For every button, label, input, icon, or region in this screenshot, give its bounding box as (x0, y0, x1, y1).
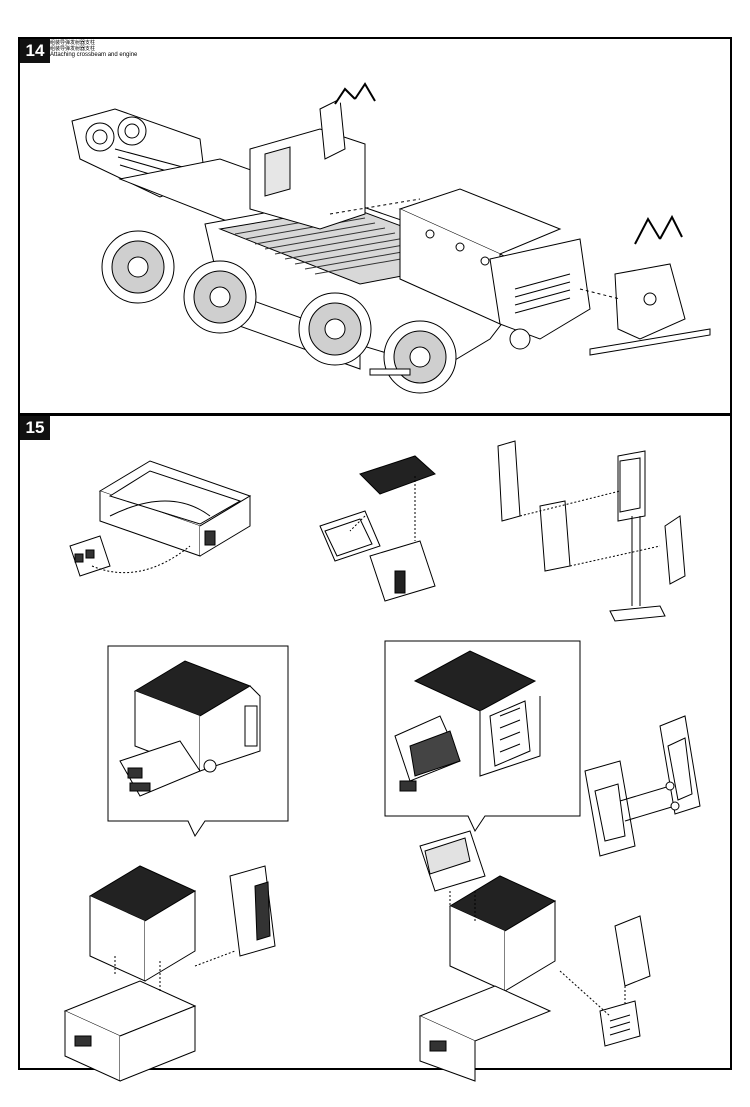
caption-chinese-1: 组装导弹发射器支柱 (50, 40, 96, 46)
step-number: 15 (20, 416, 50, 440)
callout-box-right (385, 641, 580, 831)
cab-assembly-left (65, 866, 275, 1081)
frame-box-assembly (70, 461, 250, 576)
step-15-panel: 15 (18, 414, 732, 1070)
caption-english: Attaching crossbeam and engine (50, 52, 138, 58)
grille-parts (320, 456, 435, 601)
step-number: 14 (20, 39, 50, 63)
bracket-parts (585, 716, 700, 856)
caption-chinese-2: 组装导弹发射器支柱 (50, 46, 96, 52)
full-assembly-right (420, 831, 650, 1081)
engine-block (490, 239, 590, 339)
step-caption: 组装导弹发射器支柱 组装导弹发射器支柱 Attaching crossbeam … (50, 40, 137, 58)
step-14-panel: 14 组装导弹发射器支柱 组装导弹发射器支柱 Attaching crossbe… (18, 37, 732, 415)
callout-box-left (108, 646, 288, 836)
sub-assembly-illustrations (20, 416, 734, 1072)
vehicle-assembly-illustration (20, 39, 734, 417)
side-panel-parts (498, 441, 685, 621)
